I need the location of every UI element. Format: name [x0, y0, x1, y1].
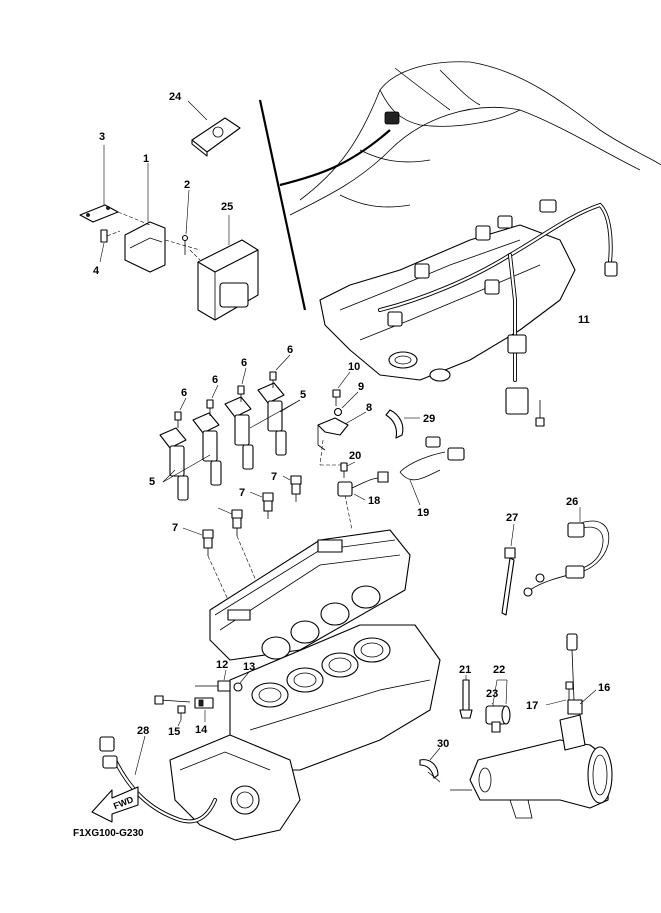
callout-1: 1: [143, 153, 149, 165]
harness-11: [378, 199, 618, 427]
part-3-bracket: [79, 145, 119, 223]
section-divider-line: [258, 99, 307, 311]
callout-5a: 5: [300, 389, 306, 401]
callout-2: 2: [184, 179, 190, 191]
part-12-sensor: [195, 669, 231, 692]
callout-17: 17: [526, 700, 538, 712]
callout-20: 20: [349, 450, 361, 462]
callout-labels: 24 3 1 2 25 4 11 6 6 6 6 10 9 5 8 29 5 2…: [93, 91, 610, 750]
exhaust-manifold: [169, 734, 301, 841]
callout-7a: 7: [271, 471, 277, 483]
forward-direction-arrow: FWD: [91, 786, 139, 823]
callout-12: 12: [216, 659, 228, 671]
part-8-clamp: [317, 411, 367, 451]
part-25-ecu: [197, 215, 259, 321]
part-15-bolt: [177, 705, 186, 727]
part-14-sensor: [154, 695, 214, 722]
drawing-code: F1XG100-G230: [73, 828, 144, 839]
hull-deck-outline: [289, 61, 661, 216]
callout-9: 9: [358, 381, 364, 393]
callout-22: 22: [493, 664, 505, 676]
harness-to-deck: [279, 129, 391, 187]
callout-14: 14: [195, 724, 208, 736]
callout-6b: 6: [241, 357, 247, 369]
callout-19: 19: [417, 507, 429, 519]
callout-8: 8: [366, 402, 372, 414]
callout-26: 26: [566, 496, 578, 508]
part-2-bolt: [181, 189, 190, 255]
callout-15: 15: [168, 726, 180, 738]
part-16-throttle-sensor: [566, 633, 597, 715]
part-5-ignition-coils: [159, 382, 301, 501]
callout-6a: 6: [287, 344, 293, 356]
engine-top-cover: [319, 224, 576, 382]
callout-4: 4: [93, 265, 100, 277]
part-24-remote-key: [187, 100, 241, 157]
part-9-washer: [333, 391, 359, 417]
part-1-ecu-bracket: [124, 163, 166, 273]
part-21-bolt: [459, 675, 473, 719]
cylinder-head: [209, 529, 411, 661]
callout-18: 18: [368, 495, 380, 507]
callout-5b: 5: [149, 476, 155, 488]
callout-21: 21: [459, 664, 471, 676]
callout-13: 13: [243, 661, 255, 673]
part-27-cable-tie: [501, 523, 516, 616]
callout-7b: 7: [239, 487, 245, 499]
callout-6c: 6: [212, 374, 218, 386]
part-30-clip: [419, 747, 441, 783]
callout-28: 28: [137, 725, 149, 737]
callout-30: 30: [437, 738, 449, 750]
part-18-sensor: [337, 471, 389, 501]
callout-11: 11: [578, 314, 590, 326]
part-10-bolt: [332, 371, 351, 406]
part-4-bolt: [99, 211, 201, 263]
callout-7c: 7: [172, 522, 178, 534]
part-26-wire-lead: [523, 507, 610, 597]
part-22-23-solenoid: [485, 679, 511, 733]
callout-24: 24: [169, 91, 182, 103]
part-20-bolt: [340, 461, 356, 478]
callout-16: 16: [598, 682, 610, 694]
part-7-spark-plugs: [182, 475, 302, 616]
part-19-harness: [399, 436, 465, 506]
callout-10: 10: [348, 361, 360, 373]
part-6-bolts: [174, 354, 291, 428]
cylinder-block: [229, 624, 441, 771]
part-29-clip: [385, 409, 420, 439]
callout-23: 23: [486, 688, 498, 700]
part-13-washer: [233, 671, 250, 692]
callout-25: 25: [221, 201, 233, 213]
callout-3: 3: [99, 131, 105, 143]
callout-6d: 6: [181, 387, 187, 399]
intake-pipe: [450, 714, 613, 819]
callout-29: 29: [423, 413, 435, 425]
part-28-wire-harness: [99, 735, 217, 824]
callout-27: 27: [506, 512, 518, 524]
